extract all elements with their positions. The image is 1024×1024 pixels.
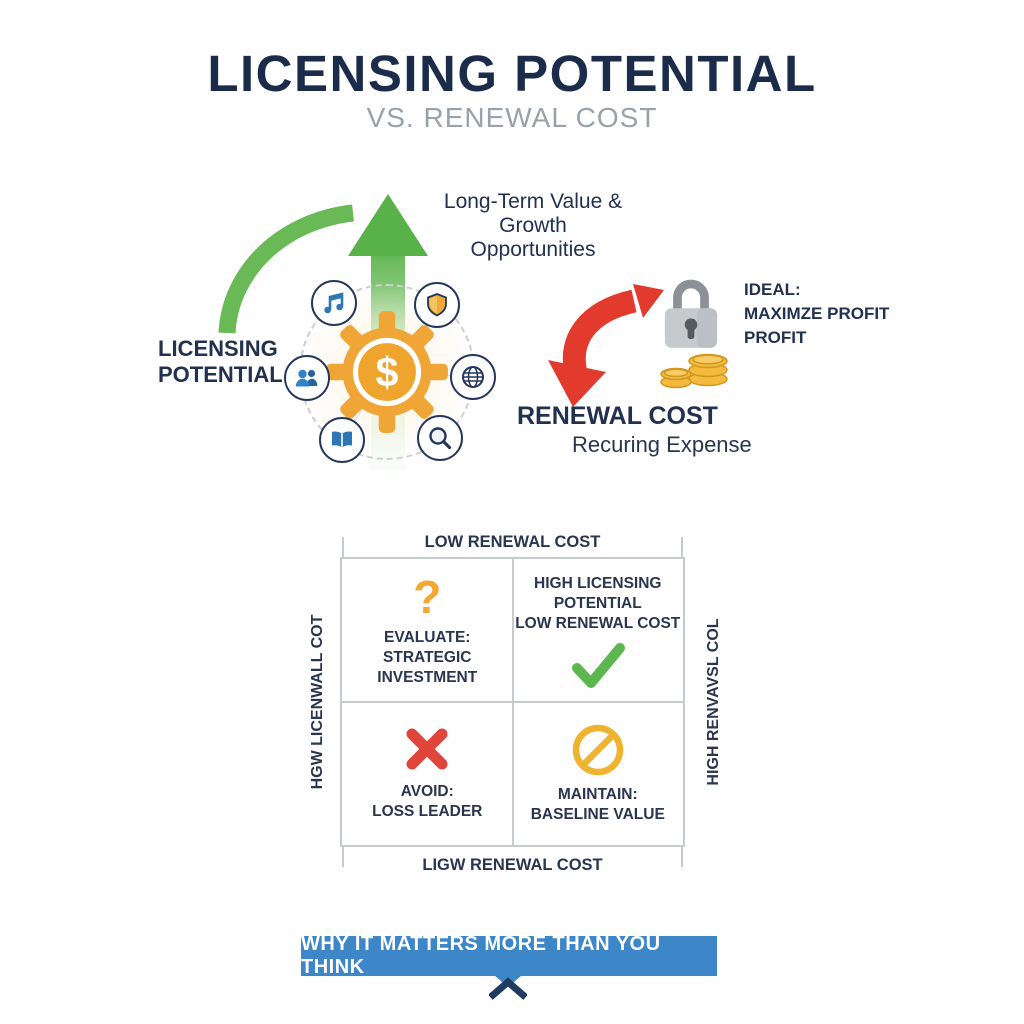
quadrant-ideal-line3: LOW RENEWAL COST [515,614,681,632]
music-note-icon [311,280,357,326]
quadrant-maintain-line1: MAINTAIN: [557,785,638,803]
quadrant-evaluate-line1: EVALUATE: [384,628,471,646]
ideal-line2: MAXIMZE PROFIT [744,304,890,323]
renewal-cost-label: RENEWAL COST [517,402,718,430]
page-subtitle: VS. RENEWAL COST [366,102,658,133]
people-icon [284,355,330,401]
axis-label-left: HGW LICENWALL COT [309,614,326,790]
open-book-icon [319,417,365,463]
licensing-label-line1: LICENSING [158,336,278,361]
globe-icon [450,354,496,400]
cross-icon [406,728,448,769]
coins-icon [660,353,728,389]
growth-caption: Long-Term Value & Growth Opportunities [408,190,658,262]
axis-label-right: HIGH RENVAVSL COL [705,618,722,786]
quadrant-maintain: MAINTAIN: BASELINE VALUE [513,702,684,845]
page-title: LICENSING POTENTIAL [207,45,817,102]
red-arrow-head-up [633,284,664,318]
licensing-hub: $ [267,252,507,492]
ideal-line1: IDEAL: [744,280,801,299]
licensing-potential-label: LICENSING POTENTIAL [158,336,283,388]
green-arrow-head [348,194,428,256]
padlock-icon [664,279,718,348]
recurring-expense-label: Recuring Expense [572,432,752,457]
magnifying-glass-icon [417,415,463,461]
licensing-label-line2: POTENTIAL [158,362,283,387]
no-symbol-icon [572,724,623,775]
quadrant-evaluate: ? EVALUATE: STRATEGIC INVESTMENT [342,559,513,702]
matrix-tick-top-left [342,537,344,559]
growth-caption-line1: Long-Term Value & Growth [443,190,623,237]
quadrant-ideal: HIGH LICENSING POTENTIAL LOW RENEWAL COS… [513,559,684,702]
checkmark-icon [571,642,625,688]
ideal-caption: IDEAL: MAXIMZE PROFIT PROFIT [744,278,889,350]
quadrant-avoid: AVOID: LOSS LEADER [342,702,513,845]
ideal-line3: PROFIT [744,328,807,347]
growth-caption-line2: Opportunities [470,238,596,261]
matrix-horizontal-divider [342,701,683,703]
quadrant-maintain-line2: BASELINE VALUE [530,805,665,823]
quadrant-ideal-line2: POTENTIAL [553,594,642,612]
red-arrow-head-down [548,360,606,407]
chevron-up-icon [489,977,527,1000]
shield-icon [414,282,460,328]
quadrant-avoid-line2: LOSS LEADER [372,802,483,820]
matrix-tick-top-right [681,537,683,559]
quadrant-evaluate-line2: STRATEGIC INVESTMENT [377,648,478,686]
red-arrow-curve [562,289,637,381]
quadrant-avoid-line1: AVOID: [400,782,454,800]
quadrant-matrix: LOW RENEWAL COST LIGW RENEWAL COST HGW L… [309,533,722,874]
dollar-gear-icon: $ [326,311,448,433]
matrix-tick-bottom-left [342,845,344,867]
quadrant-ideal-line1: HIGH LICENSING [534,574,662,592]
green-arc [218,204,355,334]
question-mark-icon: ? [413,570,442,623]
dollar-symbol: $ [376,349,399,395]
matrix-tick-bottom-right [681,845,683,867]
axis-label-bottom: LIGW RENEWAL COST [422,856,603,874]
footer-banner-label: WHY IT MATTERS MORE THAN YOU THINK [301,933,661,978]
axis-label-top: LOW RENEWAL COST [424,533,601,551]
footer-banner: WHY IT MATTERS MORE THAN YOU THINK [301,933,717,978]
